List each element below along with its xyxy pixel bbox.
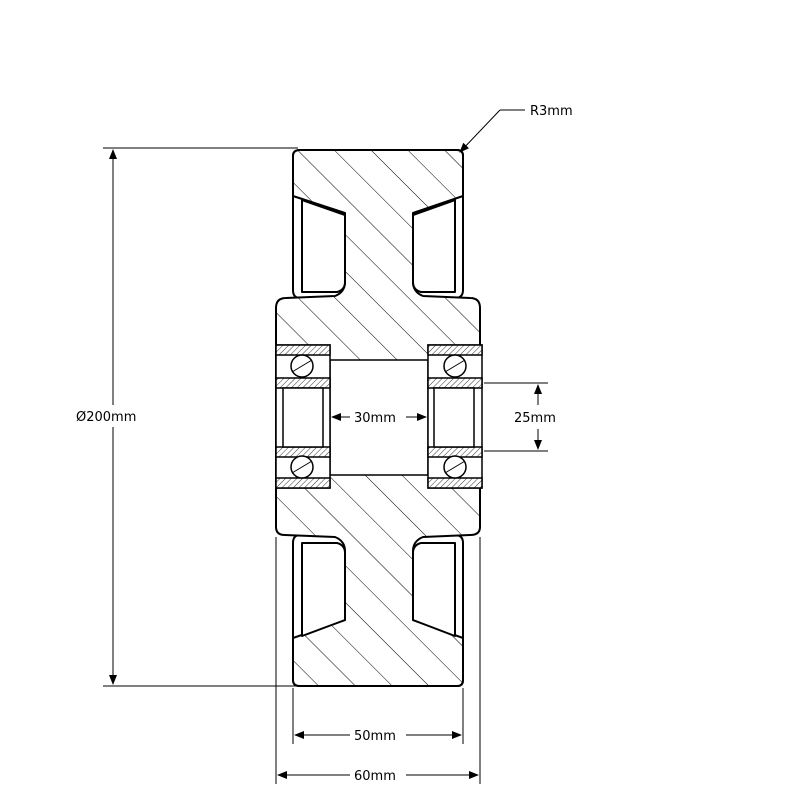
bearing-left — [275, 344, 331, 489]
bore-dimension: 30mm — [331, 411, 427, 426]
bore-label: 30mm — [354, 411, 396, 426]
diameter-symbol: Ø — [76, 410, 86, 425]
bearing-width-dimension: 25mm — [484, 382, 556, 452]
diameter-value: 200mm — [86, 410, 136, 425]
diameter-dimension: Ø200mm — [76, 147, 298, 687]
tread-width-dimension: 50mm — [292, 688, 464, 744]
diameter-label: Ø200mm — [76, 410, 136, 425]
hub-width-label: 60mm — [354, 769, 396, 784]
bearing-right — [427, 344, 483, 489]
radius-dimension: R3mm — [459, 104, 573, 153]
radius-label: R3mm — [530, 104, 573, 119]
bearing-width-label: 25mm — [514, 411, 556, 426]
hub-width-dimension: 60mm — [275, 537, 481, 784]
tread-width-label: 50mm — [354, 729, 396, 744]
tread-pockets — [301, 199, 456, 637]
